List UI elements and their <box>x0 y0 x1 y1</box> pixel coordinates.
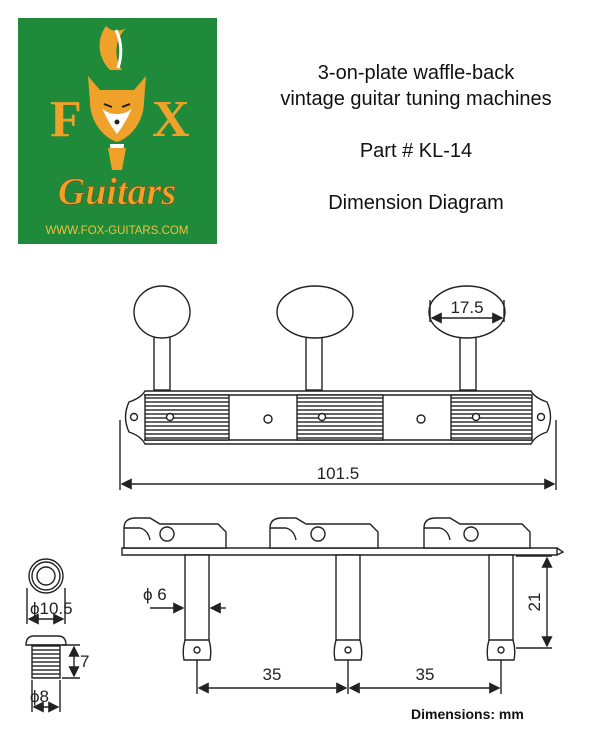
screw-hole <box>471 412 481 422</box>
screw-hole <box>263 414 273 424</box>
string-post-1 <box>182 554 212 661</box>
label-bushing-top: ϕ10.5 <box>30 599 73 618</box>
string-post-2 <box>333 554 363 661</box>
screw-hole <box>536 412 546 422</box>
diagram-subtitle: Dimension Diagram <box>328 192 504 214</box>
fox-guitars-logo: F X Guitars WWW.FOX-GUITARS.COM <box>18 18 217 244</box>
label-button-width: 17.5 <box>450 298 483 317</box>
screw-hole <box>416 414 426 424</box>
logo-letter-f: F <box>50 91 82 148</box>
part-number: Part # KL-14 <box>359 140 473 162</box>
label-shaft-diameter: ϕ 6 <box>143 585 167 604</box>
label-spacing-right: 35 <box>416 665 435 684</box>
logo-letter-x: X <box>152 91 190 148</box>
fox-head-icon <box>88 76 146 170</box>
screw-hole <box>317 412 327 422</box>
label-bushing-bottom: ϕ8 <box>30 687 49 706</box>
bushing-side-view <box>25 635 67 679</box>
screw-hole <box>165 412 175 422</box>
waffle-section-2 <box>296 394 384 441</box>
stem-1 <box>153 331 171 391</box>
stem-2 <box>305 329 323 391</box>
string-post-3 <box>486 554 516 661</box>
title-line-1: 3-on-plate waffle-back <box>317 62 515 84</box>
tuner-button-1 <box>133 285 191 339</box>
logo-url: WWW.FOX-GUITARS.COM <box>46 225 189 237</box>
logo-guitars-word: Guitars <box>58 171 176 213</box>
label-bushing-height: 7 <box>80 652 89 671</box>
label-post-height: 21 <box>525 593 544 612</box>
title-line-2: vintage guitar tuning machines <box>280 88 552 110</box>
waffle-section-1 <box>144 394 230 441</box>
side-plate <box>121 547 558 556</box>
bushing-top-view <box>28 558 64 594</box>
label-plate-length: 101.5 <box>317 464 360 483</box>
tuner-button-2 <box>276 285 354 339</box>
header-text: 3-on-plate waffle-back vintage guitar tu… <box>236 60 596 216</box>
screw-hole <box>129 412 139 422</box>
waffle-section-3 <box>450 394 533 441</box>
gear-housing-1 <box>123 517 227 549</box>
label-spacing-left: 35 <box>263 665 282 684</box>
units-note: Dimensions: mm <box>411 706 524 722</box>
tuner-button-3 <box>428 285 506 339</box>
stem-3 <box>459 329 477 391</box>
